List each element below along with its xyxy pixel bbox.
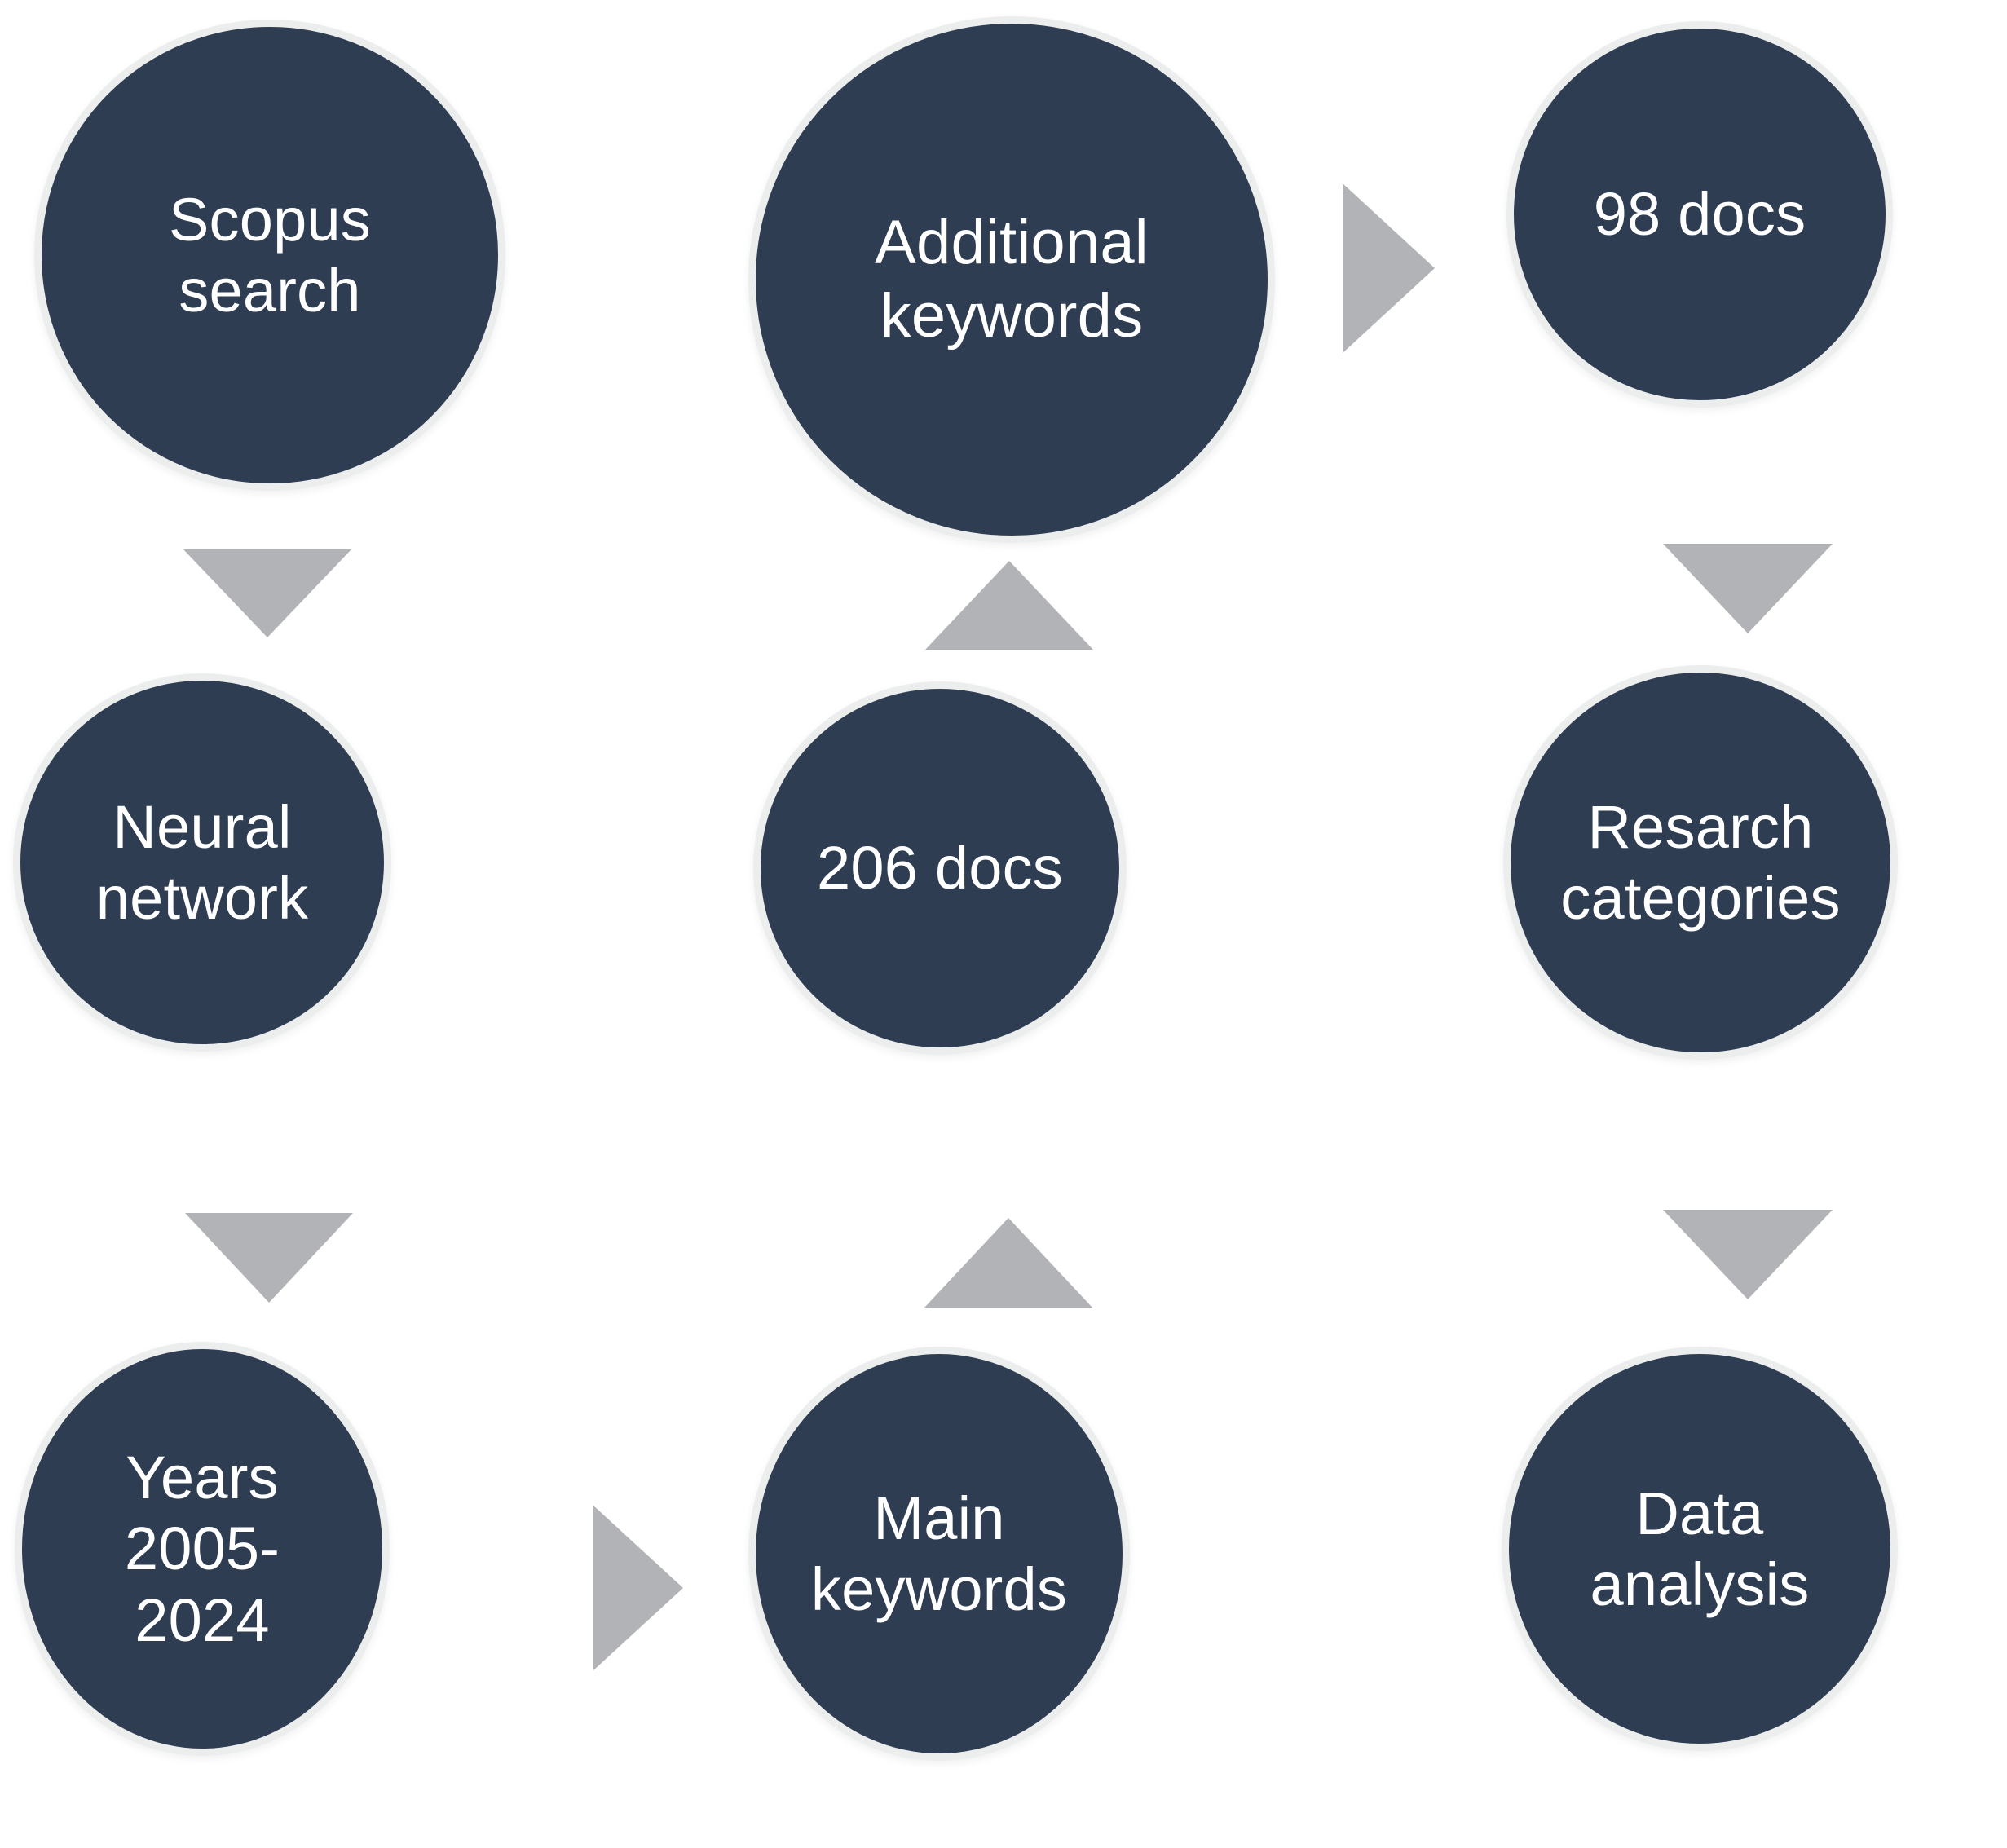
node-data-analysis[interactable]: Data analysis <box>1502 1347 1898 1751</box>
node-label: Scopus search <box>168 185 372 324</box>
node-main-keywords[interactable]: Main keywords <box>748 1347 1130 1761</box>
arrow-additional-to-98-docs <box>1343 183 1435 353</box>
node-label: 206 docs <box>817 834 1063 902</box>
node-label: Years 2005-2024 <box>124 1444 280 1654</box>
node-label: Main keywords <box>810 1484 1068 1623</box>
node-resarch-categories[interactable]: Resarch categories <box>1503 665 1898 1060</box>
node-label: Neural network <box>95 792 309 932</box>
node-label: Resarch categories <box>1560 792 1841 932</box>
node-neural-network[interactable]: Neural network <box>13 673 391 1052</box>
arrow-98-docs-to-resarch <box>1663 544 1833 633</box>
node-years-range[interactable]: Years 2005-2024 <box>15 1342 390 1756</box>
arrow-neural-to-years <box>185 1213 353 1303</box>
node-98-docs[interactable]: 98 docs <box>1506 21 1893 408</box>
node-label: 98 docs <box>1593 180 1806 249</box>
arrow-206-docs-to-additional <box>925 561 1093 650</box>
arrow-main-keywords-to-206-docs <box>924 1218 1092 1308</box>
node-206-docs[interactable]: 206 docs <box>753 681 1127 1055</box>
node-scopus-search[interactable]: Scopus search <box>34 20 505 491</box>
node-label: Additional keywords <box>875 208 1149 351</box>
arrow-resarch-to-data-analysis <box>1663 1210 1833 1299</box>
node-additional-keywords[interactable]: Additional keywords <box>748 16 1275 543</box>
arrow-scopus-to-neural <box>183 549 351 637</box>
node-label: Data analysis <box>1590 1479 1810 1618</box>
arrow-years-to-main-keywords <box>593 1506 683 1670</box>
